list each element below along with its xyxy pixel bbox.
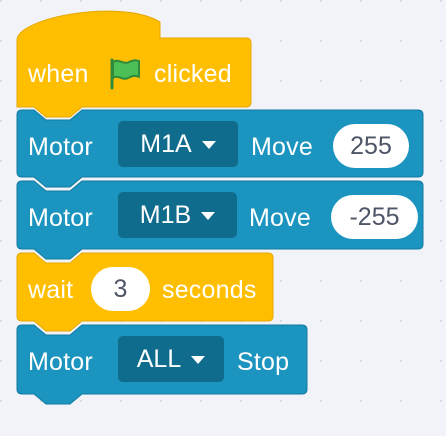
move-label-1: Move — [251, 133, 313, 161]
hat-clicked-label: clicked — [154, 60, 232, 88]
motor-label-1: Motor — [28, 133, 93, 161]
speed-input-1[interactable]: 255 — [333, 124, 409, 168]
wait-seconds-input[interactable]: 3 — [91, 267, 150, 311]
caret-down-icon — [201, 212, 216, 220]
seconds-label: seconds — [162, 276, 257, 304]
caret-down-icon — [191, 356, 206, 364]
motor-port-dropdown-3[interactable]: ALL — [118, 336, 224, 382]
motor-label-3: Motor — [28, 348, 93, 376]
caret-down-icon — [201, 141, 216, 149]
move-label-2: Move — [249, 204, 311, 232]
wait-label: wait — [28, 276, 74, 304]
motor-port-dropdown-2[interactable]: M1B — [118, 192, 237, 238]
hat-when-label: when — [28, 60, 89, 88]
stop-label: Stop — [237, 348, 290, 376]
port-value: M1B — [139, 200, 192, 229]
green-flag-icon — [110, 58, 140, 90]
port-value: M1A — [140, 129, 192, 158]
speed-input-2[interactable]: -255 — [331, 195, 418, 239]
motor-port-dropdown-1[interactable]: M1A — [118, 121, 238, 167]
port-value: ALL — [136, 344, 182, 373]
motor-label-2: Motor — [28, 204, 93, 232]
